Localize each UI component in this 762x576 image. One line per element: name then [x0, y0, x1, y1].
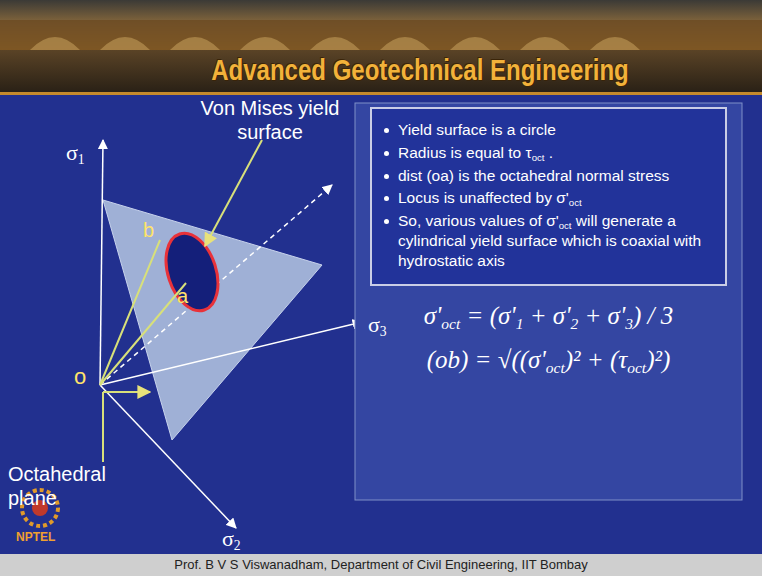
bullet-point: Radius is equal to τoct . [380, 143, 715, 163]
formula-panel-ground [355, 103, 742, 500]
bullet-dot [384, 128, 389, 133]
callout-label: Von Mises yield surface [200, 96, 340, 144]
bullet-dot [384, 219, 389, 224]
axis-label: σ3 [368, 312, 387, 338]
bullet-dot [384, 174, 389, 179]
formula: (ob) = √((σ'oct)² + (τoct)²) [369, 346, 728, 374]
footer-credit: Prof. B V S Viswanadham, Department of C… [0, 557, 762, 572]
leader-line [102, 392, 104, 462]
banner-photo [0, 0, 762, 50]
bridge-arches [0, 20, 762, 50]
bullet-point: dist (oa) is the octahedral normal stres… [380, 166, 715, 186]
bullet-dot [384, 151, 389, 156]
sigma1-axis [100, 140, 103, 385]
bullet-point: Yield surface is a circle [380, 120, 715, 140]
bullet-point: Locus is unaffected by σ'oct [380, 188, 715, 208]
hydrostatic-axis [100, 185, 332, 385]
title-bar [0, 50, 762, 92]
sigma3-axis [100, 322, 362, 385]
slide-title: Advanced Geotechnical Engineering [172, 53, 668, 87]
point-label: b [143, 218, 154, 242]
oa-line [100, 283, 186, 385]
point-label: o [74, 364, 86, 390]
logo-text: NPTEL [16, 530, 55, 544]
axis-label: σ1 [66, 140, 85, 166]
point-label: a [177, 284, 188, 308]
octahedral-plane [103, 200, 322, 440]
bullet-box: Yield surface is a circleRadius is equal… [370, 107, 727, 286]
axis-label: σ2 [222, 526, 241, 552]
normal-arrow [103, 391, 150, 393]
bullet-point: So, various values of σ'oct will generat… [380, 211, 715, 270]
bullet-dot [384, 196, 389, 201]
bridge-arch-row [30, 37, 640, 50]
ob-line [100, 240, 160, 385]
banner-rule [0, 92, 762, 95]
footer-bar [0, 554, 762, 576]
sigma2-axis [100, 385, 236, 528]
formula-panel: Yield surface is a circleRadius is equal… [355, 103, 742, 500]
leader-label: Octahedral plane [8, 462, 118, 510]
callout-arrow [205, 140, 262, 246]
formula: σ'oct = (σ'1 + σ'2 + σ'3) / 3 [369, 302, 728, 330]
